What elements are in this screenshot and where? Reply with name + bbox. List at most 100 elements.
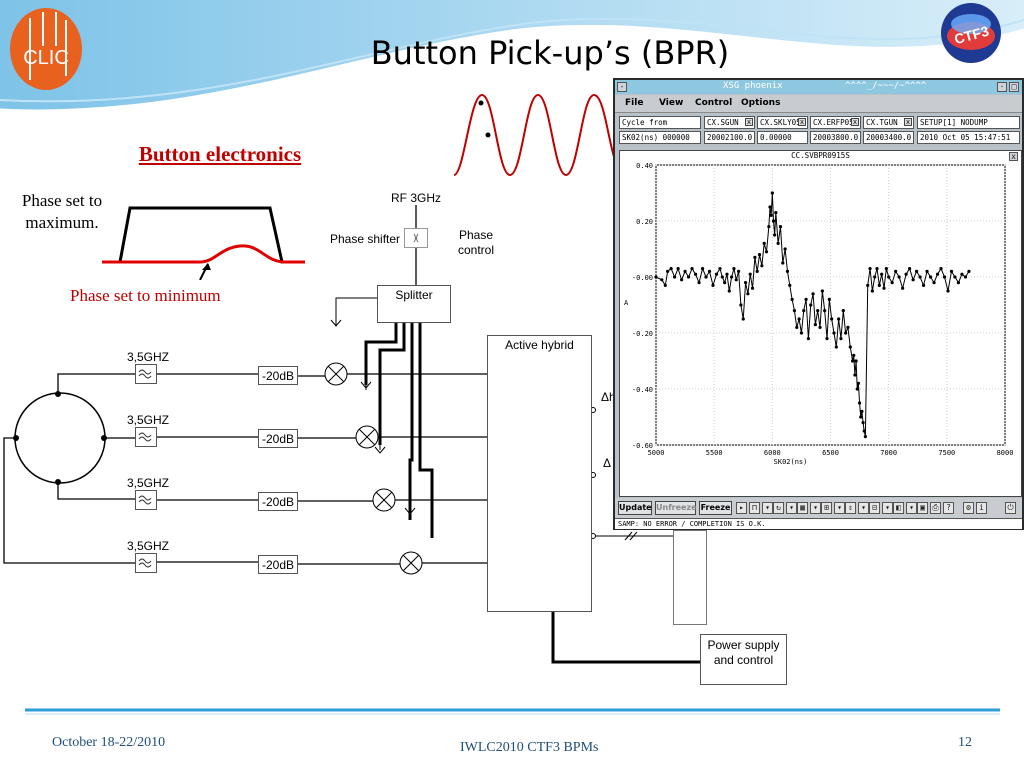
data-point: [776, 241, 780, 245]
print-icon[interactable]: ⎙: [930, 502, 941, 514]
menu-control[interactable]: Control: [695, 98, 733, 108]
data-point: [797, 317, 801, 321]
help-icon[interactable]: ?: [943, 502, 954, 514]
x-tick-label: 6000: [764, 449, 781, 457]
data-point: [852, 353, 856, 357]
scale-icon[interactable]: ⊟: [869, 502, 880, 514]
pan-icon[interactable]: ⇕: [845, 502, 856, 514]
pulse-icon[interactable]: ⊓: [749, 502, 760, 514]
data-point: [686, 275, 691, 279]
delta-label-2: Δ: [603, 456, 612, 470]
data-point: [773, 233, 777, 237]
dropdown-icon[interactable]: ▾: [786, 502, 797, 514]
data-point: [711, 283, 715, 287]
data-point: [846, 325, 850, 329]
palette-icon[interactable]: ◧: [893, 502, 904, 514]
menu-file[interactable]: File: [625, 98, 644, 108]
selector-field-3-text: CX.ERFP05: [813, 118, 854, 127]
data-point: [901, 286, 905, 290]
dropdown-icon[interactable]: ▾: [762, 502, 773, 514]
footer-center: IWLC2010 CTF3 BPMs: [460, 740, 599, 755]
data-point: [718, 267, 722, 271]
y-tick-label: -0.20: [632, 330, 653, 338]
data-point: [841, 309, 845, 313]
slide-title: Button Pick-up’s (BPR): [370, 34, 730, 72]
update-button[interactable]: Update: [618, 501, 652, 515]
grid-icon[interactable]: ▦: [797, 502, 808, 514]
data-point: [825, 337, 829, 341]
ctf3-logo: CTF3: [940, 2, 1002, 64]
data-point: [809, 303, 813, 307]
close-icon[interactable]: x: [904, 118, 912, 126]
dropdown-icon[interactable]: ▾: [906, 502, 917, 514]
maximize-icon[interactable]: □: [1009, 82, 1019, 92]
data-point: [908, 267, 912, 271]
data-point: [734, 278, 738, 282]
data-point: [866, 283, 870, 287]
freeze-button[interactable]: Freeze: [699, 501, 732, 515]
dropdown-icon[interactable]: ▾: [810, 502, 821, 514]
minimize-icon[interactable]: ·: [997, 82, 1007, 92]
close-icon[interactable]: x: [1009, 152, 1018, 161]
unfreeze-button[interactable]: Unfreeze: [655, 501, 697, 515]
phase-min-label: Phase set to minimum: [70, 286, 221, 305]
data-point: [897, 275, 901, 279]
data-point: [860, 409, 864, 413]
dropdown-icon[interactable]: ▾: [834, 502, 845, 514]
data-point: [882, 286, 886, 290]
selector-field-4[interactable]: CX.TGUN x: [863, 116, 914, 129]
selector-field-4-text: CX.TGUN: [866, 118, 898, 127]
window-menu-icon[interactable]: -: [617, 82, 627, 92]
data-point: [743, 281, 748, 285]
data-point: [877, 283, 881, 287]
data-point: [795, 325, 799, 329]
settings-icon[interactable]: ⚙: [963, 502, 974, 514]
x-tick-label: 7500: [938, 449, 955, 457]
menu-view[interactable]: View: [659, 98, 684, 108]
power-supply-block: Power supply and control: [700, 634, 787, 685]
data-point: [704, 275, 708, 279]
zoom-icon[interactable]: ⊞: [821, 502, 832, 514]
exit-icon[interactable]: ⏻: [1005, 502, 1016, 514]
data-point: [863, 435, 867, 439]
data-point: [855, 387, 859, 391]
data-point: [894, 269, 898, 273]
window-titlebar[interactable]: - XSG phoenix ^^^^_/~~~/~^^^^ · □: [615, 80, 1022, 94]
data-point: [873, 275, 877, 279]
info-icon[interactable]: i: [976, 502, 987, 514]
data-point: [785, 269, 790, 273]
section-subtitle: Button electronics: [138, 142, 302, 166]
data-point: [690, 267, 694, 271]
cursor-icon[interactable]: ▸: [736, 502, 747, 514]
data-point: [928, 275, 933, 279]
close-icon[interactable]: x: [745, 118, 753, 126]
loop-icon[interactable]: ↻: [773, 502, 784, 514]
data-point: [739, 303, 743, 307]
attenuator-4: -20dB: [258, 555, 298, 574]
data-point: [778, 225, 783, 229]
cycle-from-label: Cycle from: [619, 116, 701, 129]
close-icon[interactable]: x: [851, 118, 859, 126]
dropdown-icon[interactable]: ▾: [858, 502, 869, 514]
button-pickup-circle: [14, 392, 106, 484]
menu-options[interactable]: Options: [741, 98, 781, 108]
data-point: [820, 289, 824, 293]
save-icon[interactable]: ▣: [917, 502, 928, 514]
sine-wave-illustration: [453, 93, 616, 177]
bandpass-filter-icon: [135, 364, 157, 384]
data-point: [792, 309, 797, 313]
sine-marker-peak: [478, 100, 484, 106]
close-icon[interactable]: x: [798, 118, 806, 126]
data-point: [707, 269, 712, 273]
data-point: [827, 297, 831, 301]
dropdown-icon[interactable]: ▾: [882, 502, 893, 514]
data-point: [884, 267, 888, 271]
data-point: [769, 213, 773, 217]
data-point: [755, 269, 759, 273]
data-point: [764, 250, 769, 254]
sine-marker-mid: [485, 132, 491, 138]
value-field-1: 20002100.0: [704, 131, 755, 144]
